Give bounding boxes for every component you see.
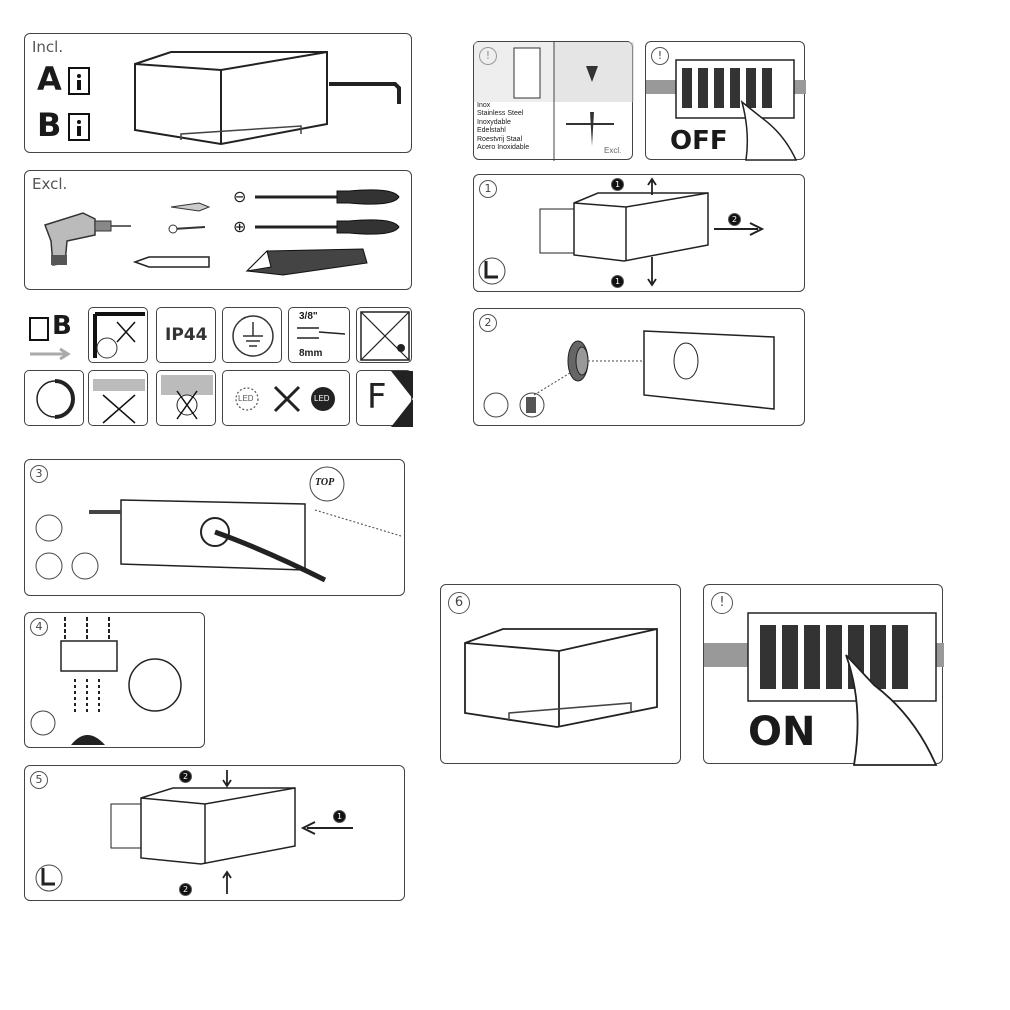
breaker-on-illustration <box>704 612 944 766</box>
remove-cover-illustration <box>478 177 765 287</box>
flat-screwdriver-icon <box>255 189 400 205</box>
earth-ground-icon <box>222 307 282 363</box>
breaker-state: OFF <box>670 126 728 156</box>
step-number: 2 <box>479 314 497 332</box>
grommet-illustration <box>483 330 775 418</box>
phillips-screwdriver-icon <box>255 219 400 235</box>
sub-step: 2 <box>179 883 192 896</box>
step-2-panel: 2 <box>473 308 805 426</box>
material-item: Inoxydable <box>477 118 511 126</box>
dimmable-icon <box>24 370 84 426</box>
finished-fixture-illustration <box>464 628 658 728</box>
material-item: Acero Inoxidable <box>477 144 530 152</box>
utility-knife-icon <box>245 248 368 276</box>
manual-b-letter: B <box>37 106 62 144</box>
screw-material-panel: ! Inox Stainless Steel Inoxydable Edelst… <box>473 41 634 161</box>
wiring-illustration <box>30 617 182 745</box>
manual-a-icon <box>68 67 90 95</box>
no-insulation-cover-icon <box>88 370 148 426</box>
attach-cover-illustration <box>35 770 353 894</box>
sub-step: 2 <box>179 770 192 783</box>
excluded-panel: Excl. ⊖ ⊕ <box>24 170 412 290</box>
class-f-box: F <box>356 370 413 427</box>
ip-rating: IP44 <box>165 325 208 345</box>
no-spray-icon <box>156 370 216 426</box>
sub-step: 1 <box>611 275 624 288</box>
class-letter: F <box>367 377 387 417</box>
wall-plug-icon <box>168 202 211 234</box>
step-number: 3 <box>30 465 48 483</box>
sub-step: 1 <box>333 810 346 823</box>
breaker-on-panel: ! ON <box>703 584 944 766</box>
materials-list: Inox Stainless Steel Inoxydable Edelstah… <box>477 102 529 152</box>
material-item: Stainless Steel <box>477 110 524 118</box>
warning-step: ! <box>651 47 669 65</box>
step-3-panel: 3 TOP <box>24 459 405 596</box>
ip-rating-box: IP44 <box>156 307 216 363</box>
sub-step: 1 <box>611 178 624 191</box>
drill-icon <box>44 212 131 266</box>
manual-icon <box>29 317 49 341</box>
material-item: Inox <box>477 102 491 109</box>
material-item: Roestvrij Staal <box>477 135 523 143</box>
sub-step: 2 <box>728 213 741 226</box>
mount-on-surface-icon <box>88 307 148 363</box>
hex-key-icon <box>329 82 401 104</box>
top-label: TOP <box>315 477 335 488</box>
arrow-right-icon <box>30 347 71 361</box>
strip-length-inch: 3/8" <box>299 311 318 322</box>
included-label: Incl. <box>32 38 64 56</box>
step-number: 5 <box>30 771 48 789</box>
step-4-panel: 4 <box>24 612 205 748</box>
screw-excl-label: Excl. <box>604 146 622 155</box>
breaker-state: ON <box>748 709 816 755</box>
step-6-panel: 6 <box>440 584 681 764</box>
step-number: 6 <box>448 592 470 614</box>
breaker-off-illustration <box>646 59 806 161</box>
step-5-panel: 5 2 2 1 <box>24 765 405 901</box>
led-replaceable-box: LED LED <box>222 370 350 426</box>
excluded-label: Excl. <box>32 175 68 193</box>
manual-b-letter-ref: B <box>52 311 72 341</box>
wiring-box-icon <box>356 307 412 363</box>
minus-symbol: ⊖ <box>233 187 247 206</box>
pencil-icon <box>132 256 210 268</box>
step-1-panel: 1 1 1 2 <box>473 174 805 292</box>
led-label-outline: LED <box>238 394 254 403</box>
screw-detail-illustration <box>474 42 634 161</box>
breaker-off-panel: ! OFF <box>645 41 806 161</box>
led-label-filled: LED <box>314 394 330 403</box>
manual-a-letter: A <box>37 60 62 98</box>
material-item: Edelstahl <box>477 127 506 135</box>
strip-length-mm: 8mm <box>299 348 323 359</box>
wire-strip-length-box: 3/8" 8mm <box>288 307 350 363</box>
manual-b-icon <box>68 113 90 141</box>
warning-step: ! <box>711 592 733 614</box>
mount-base-illustration <box>35 466 402 583</box>
step-number: 1 <box>479 180 497 198</box>
step-number: 4 <box>30 618 48 636</box>
plus-symbol: ⊕ <box>233 217 247 236</box>
included-panel: Incl. A B <box>24 33 412 153</box>
wall-light-fixture <box>134 51 328 146</box>
